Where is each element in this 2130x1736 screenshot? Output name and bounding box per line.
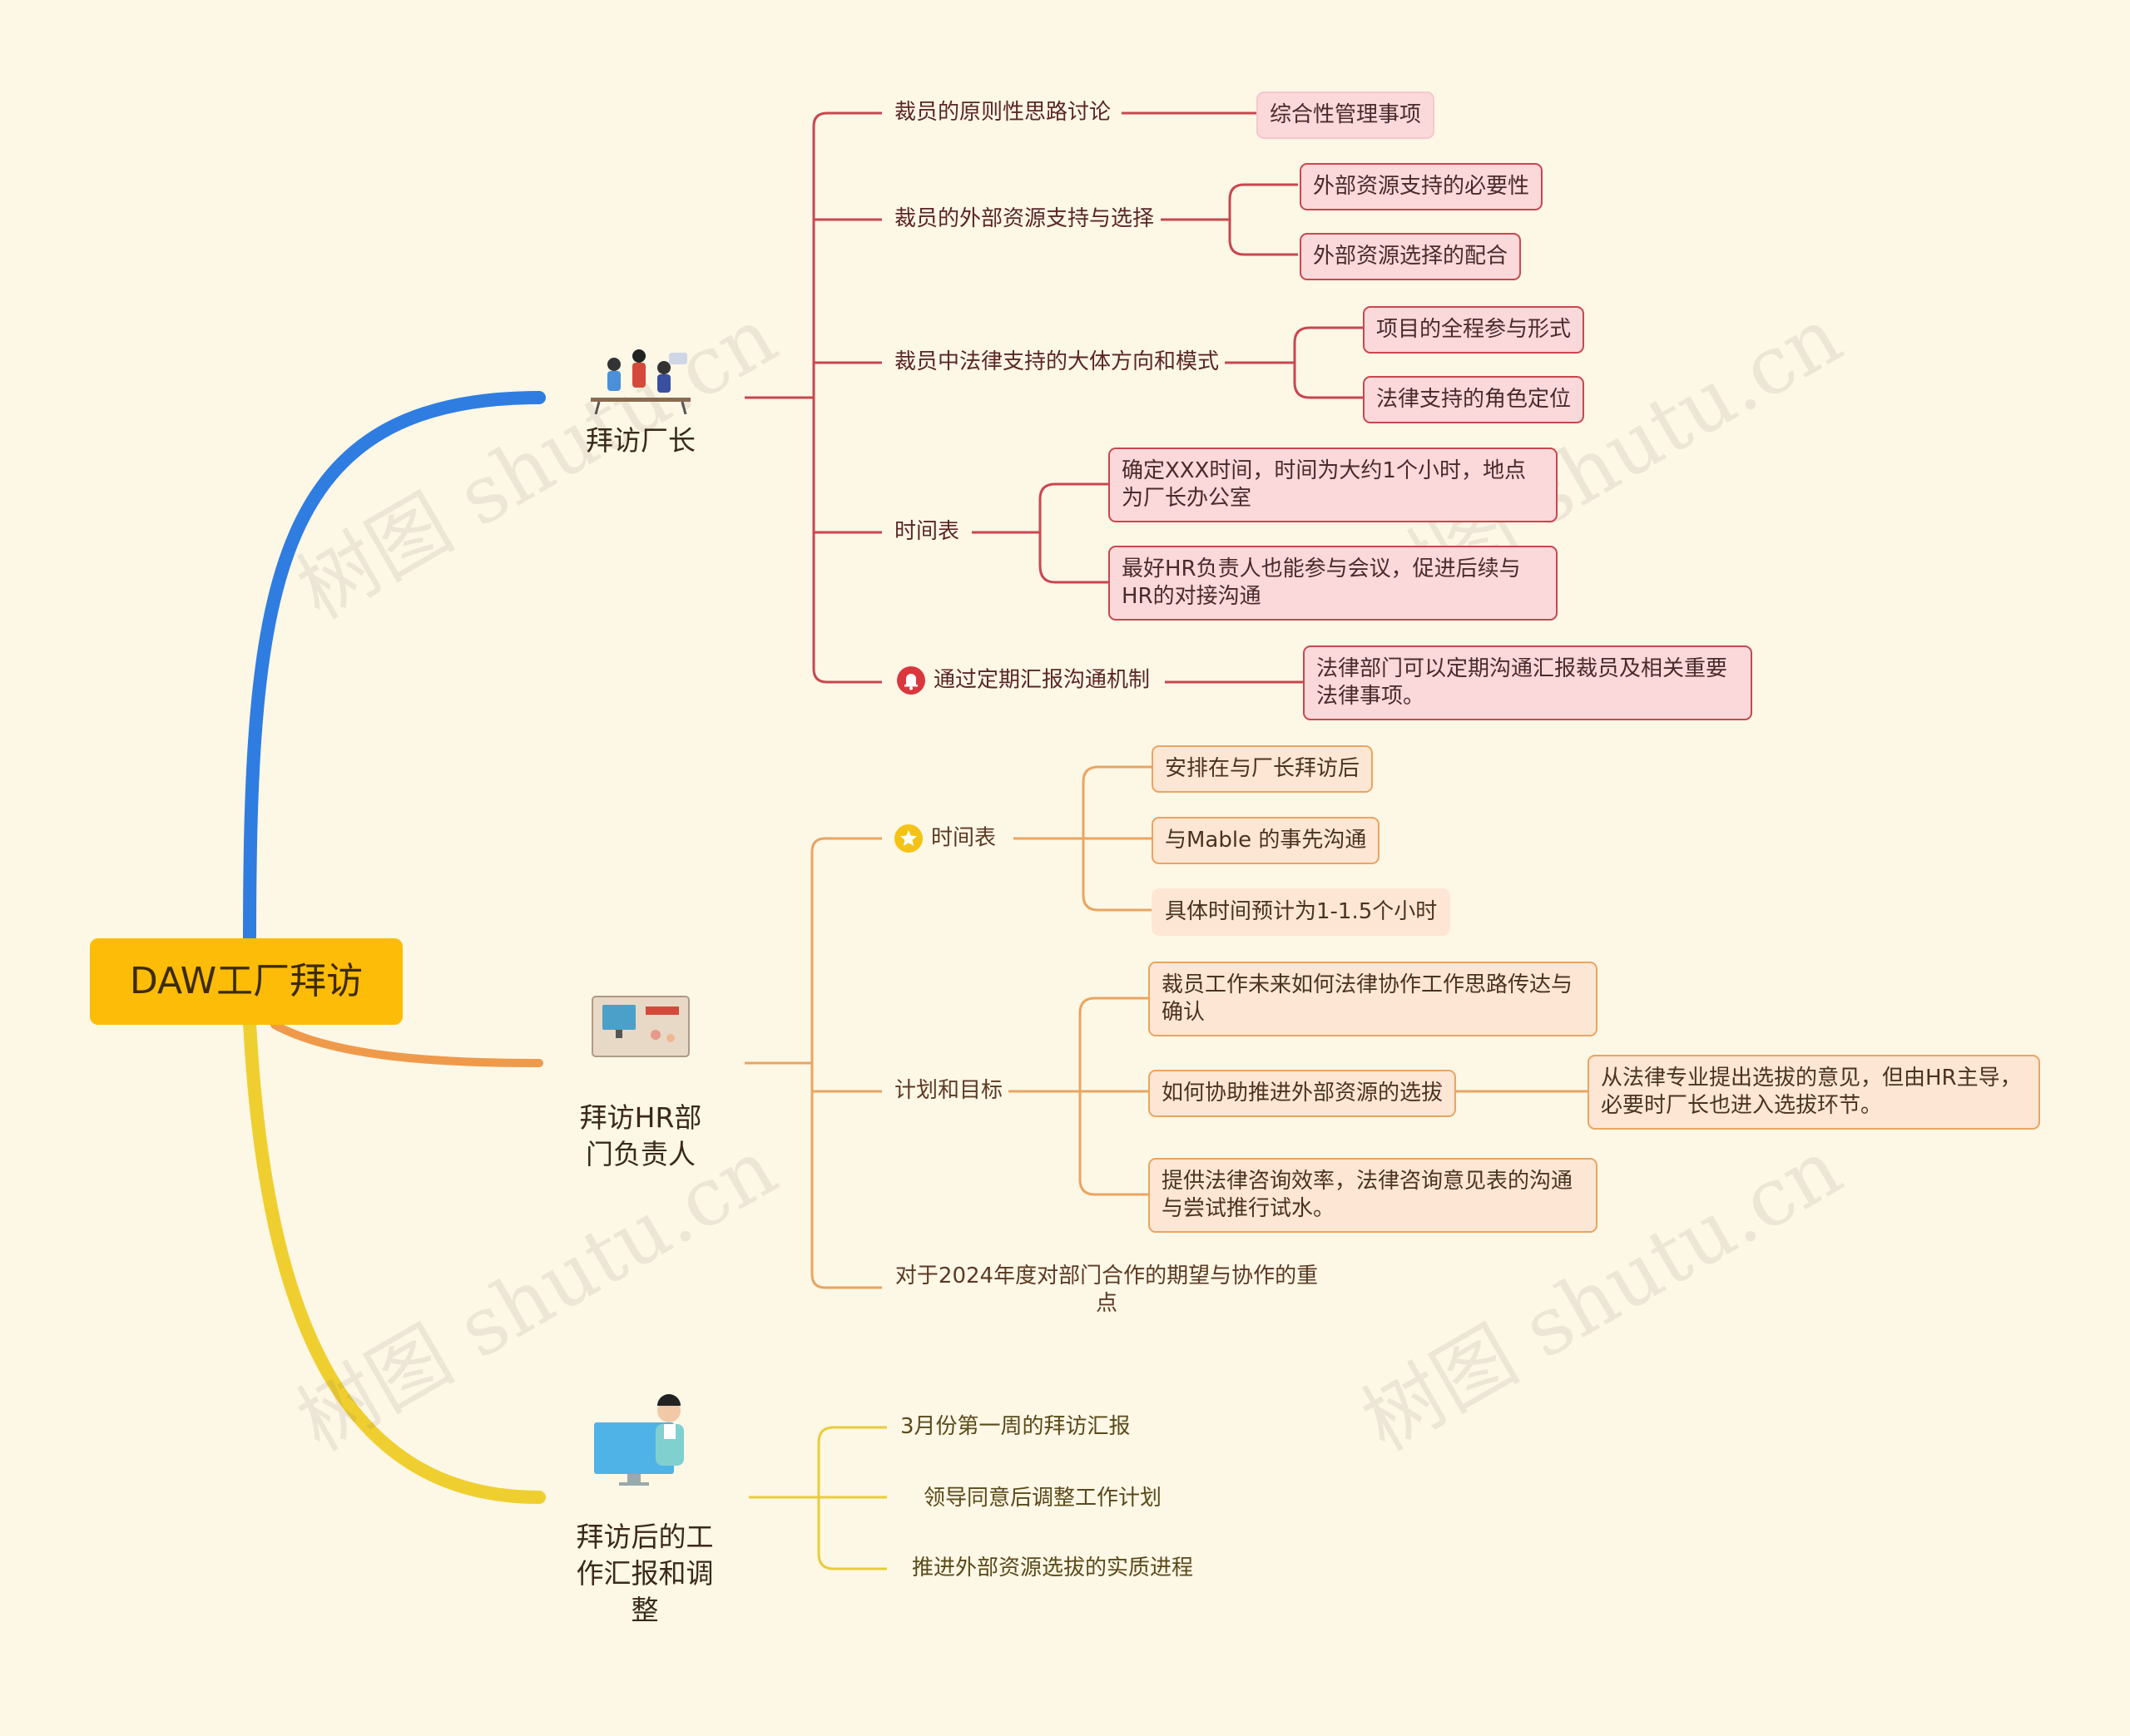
leaf-mable-prior[interactable]: 与Mable 的事先沟通	[1152, 817, 1380, 864]
topic-layoff-principle[interactable]: 裁员的原则性思路讨论	[894, 100, 1112, 125]
leaf-duration[interactable]: 具体时间预计为1-1.5个小时	[1152, 888, 1451, 936]
leaf-legal-collab[interactable]: 裁员工作未来如何法律协作工作思路传达与确认	[1148, 962, 1598, 1036]
topic-2024-expectations[interactable]: 对于2024年度对部门合作的期望与协作的重点	[894, 1264, 1319, 1316]
leaf-after-director[interactable]: 安排在与厂长拜访后	[1152, 745, 1374, 793]
branch3-curve	[243, 1016, 546, 1504]
topic-regular-report-label: 通过定期汇报沟通机制	[934, 667, 1151, 693]
leaf-external-necessity[interactable]: 外部资源支持的必要性	[1300, 163, 1543, 210]
star-icon	[894, 824, 923, 853]
bell-icon	[897, 666, 925, 695]
branch-post-visit-report[interactable]: 拜访后的工作汇报和调整	[576, 1521, 714, 1626]
topic-plan-goals[interactable]: 计划和目标	[894, 1078, 1003, 1103]
leaf-external-selection-assist[interactable]: 如何协助推进外部资源的选拔	[1148, 1070, 1457, 1117]
leaf-general-management[interactable]: 综合性管理事项	[1256, 91, 1435, 139]
topic-march-report[interactable]: 3月份第一周的拜访汇报	[900, 1414, 1131, 1439]
topic-adjust-plan[interactable]: 领导同意后调整工作计划	[924, 1486, 1162, 1511]
meeting-people-icon	[582, 348, 699, 415]
monitor-desk-icon	[591, 995, 691, 1058]
topic-hr-timetable[interactable]: 时间表	[894, 824, 996, 853]
topic-advance-selection[interactable]: 推进外部资源选拔的实质进程	[912, 1555, 1194, 1580]
leaf-full-participation[interactable]: 项目的全程参与形式	[1363, 306, 1585, 354]
branch-visit-hr-head[interactable]: 拜访HR部门负责人	[579, 1101, 702, 1170]
leaf-legal-role[interactable]: 法律支持的角色定位	[1363, 376, 1585, 423]
presenter-icon	[591, 1394, 699, 1494]
leaf-hr-leads-selection[interactable]: 从法律专业提出选拔的意见，但由HR主导，必要时厂长也进入选拔环节。	[1588, 1055, 2040, 1130]
leaf-hr-join[interactable]: 最好HR负责人也能参与会议，促进后续与HR的对接沟通	[1108, 546, 1558, 621]
root-node[interactable]: DAW工厂拜访	[90, 938, 403, 1025]
topic-hr-timetable-label: 时间表	[931, 825, 997, 851]
leaf-external-selection[interactable]: 外部资源选择的配合	[1300, 233, 1522, 280]
topic-legal-support-mode[interactable]: 裁员中法律支持的大体方向和模式	[894, 349, 1220, 374]
branch-visit-factory-director[interactable]: 拜访厂长	[586, 424, 696, 457]
topic-regular-report[interactable]: 通过定期汇报沟通机制	[897, 666, 1150, 695]
leaf-confirm-time[interactable]: 确定XXX时间，时间为大约1个小时，地点为厂长办公室	[1108, 448, 1558, 522]
topic-timetable[interactable]: 时间表	[894, 519, 960, 544]
leaf-legal-consult[interactable]: 提供法律咨询效率，法律咨询意见表的沟通与尝试推行试水。	[1148, 1158, 1598, 1233]
branch2-curve	[270, 1021, 543, 1067]
topic-external-resources[interactable]: 裁员的外部资源支持与选择	[894, 206, 1155, 231]
leaf-legal-regular-report[interactable]: 法律部门可以定期沟通汇报裁员及相关重要法律事项。	[1303, 645, 1752, 720]
branch1-curve	[243, 391, 546, 947]
